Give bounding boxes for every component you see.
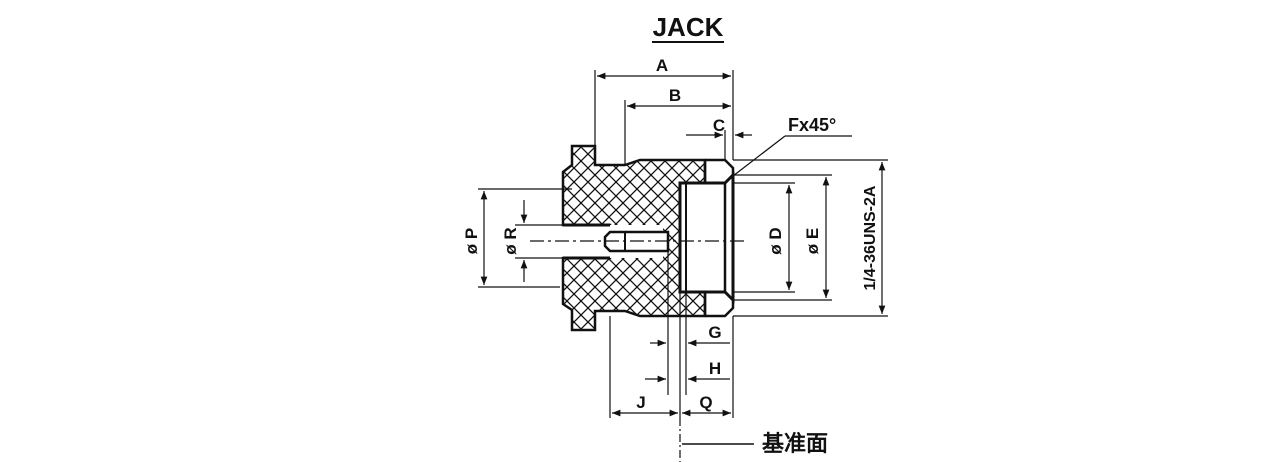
dimension-c: C (686, 116, 752, 160)
dim-label-phi-e: ø E (803, 228, 822, 254)
dim-label-b: B (669, 86, 681, 105)
dimension-h: H (645, 359, 730, 383)
dim-label-thread: 1/4-36UNS-2A (862, 185, 879, 290)
chamfer-callout: Fx45° (732, 115, 852, 177)
dimension-phi-e: ø E (733, 174, 832, 301)
dim-label-j: J (636, 393, 645, 412)
dim-label-q: Q (699, 393, 712, 412)
dim-label-g: G (708, 323, 721, 342)
dimension-a: A (594, 56, 734, 160)
dim-label-a: A (656, 56, 668, 75)
reference-plane-label: 基准面 (762, 431, 828, 456)
dimension-b: B (624, 86, 731, 165)
dim-label-phi-p: ø P (462, 228, 481, 254)
dim-label-phi-d: ø D (766, 227, 785, 254)
dimension-q: Q (682, 393, 731, 417)
dimension-phi-d: ø D (733, 182, 795, 293)
bottom-extensions (609, 252, 734, 462)
dim-label-phi-r: ø R (501, 227, 520, 254)
dimension-phi-r: ø R (501, 200, 563, 282)
drawing-title: JACK (653, 12, 724, 42)
dimension-g: G (650, 323, 730, 347)
dimension-thread: 1/4-36UNS-2A (733, 159, 888, 317)
chamfer-label: Fx45° (788, 115, 836, 135)
dimension-phi-p: ø P (462, 188, 572, 288)
reference-plane: 基准面 (682, 431, 828, 456)
dimension-j: J (612, 393, 678, 417)
connector-body (530, 144, 745, 332)
dim-label-h: H (709, 359, 721, 378)
dim-label-c: C (713, 116, 725, 135)
